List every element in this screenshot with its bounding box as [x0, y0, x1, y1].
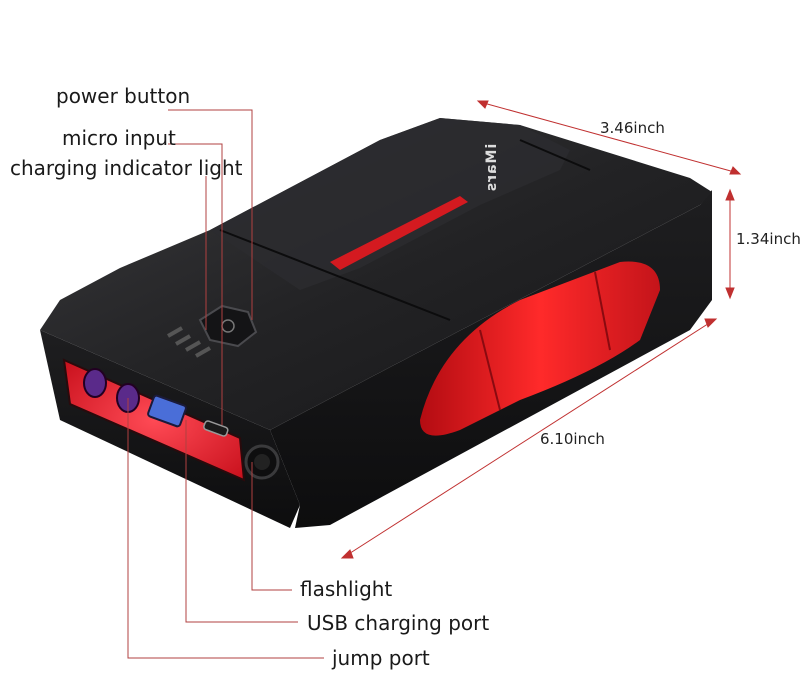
dim-arrow-width-a [476, 100, 489, 109]
red-grip-line-1 [479, 329, 501, 411]
dimension-length: 6.10inch [540, 430, 605, 448]
top-red-stripe [330, 196, 468, 270]
dim-line-width [479, 101, 739, 174]
dimension-lines [340, 100, 742, 559]
label-power-button: power button [56, 84, 191, 108]
usb-charging-port[interactable] [147, 394, 187, 428]
leader-micro [168, 143, 223, 425]
indicator-vents [167, 326, 211, 358]
label-usb-charging-port: USB charging port [307, 611, 490, 635]
flashlight-lens [254, 454, 270, 470]
jump-port-left[interactable] [83, 368, 107, 398]
top-ridge-upper [210, 118, 570, 290]
dim-arrow-length-b [704, 318, 718, 328]
leader-power [168, 109, 253, 320]
device-top-surface [40, 118, 712, 430]
leader-jump [127, 398, 324, 659]
label-micro-input: micro input [62, 126, 176, 150]
top-groove-2 [519, 139, 591, 171]
dim-arrow-height-a [725, 188, 735, 201]
leader-flash [251, 462, 292, 591]
leader-usb [185, 420, 298, 623]
dim-arrow-height-b [725, 287, 735, 300]
label-jump-port: jump port [332, 646, 430, 670]
label-charging-indicator: charging indicator light [10, 156, 243, 180]
red-side-grip [420, 261, 660, 436]
dim-arrow-width-b [729, 166, 742, 175]
dimension-height: 1.34inch [736, 230, 800, 248]
dim-line-length [343, 319, 715, 558]
brand-logo: iMars [484, 143, 501, 193]
dim-arrow-length-a [340, 549, 354, 559]
label-flashlight: flashlight [300, 577, 393, 601]
top-groove [219, 229, 451, 321]
red-grip-line-2 [594, 271, 611, 351]
dimension-width: 3.46inch [600, 119, 665, 137]
micro-input-port[interactable] [203, 420, 229, 437]
leader-lines [127, 109, 324, 659]
